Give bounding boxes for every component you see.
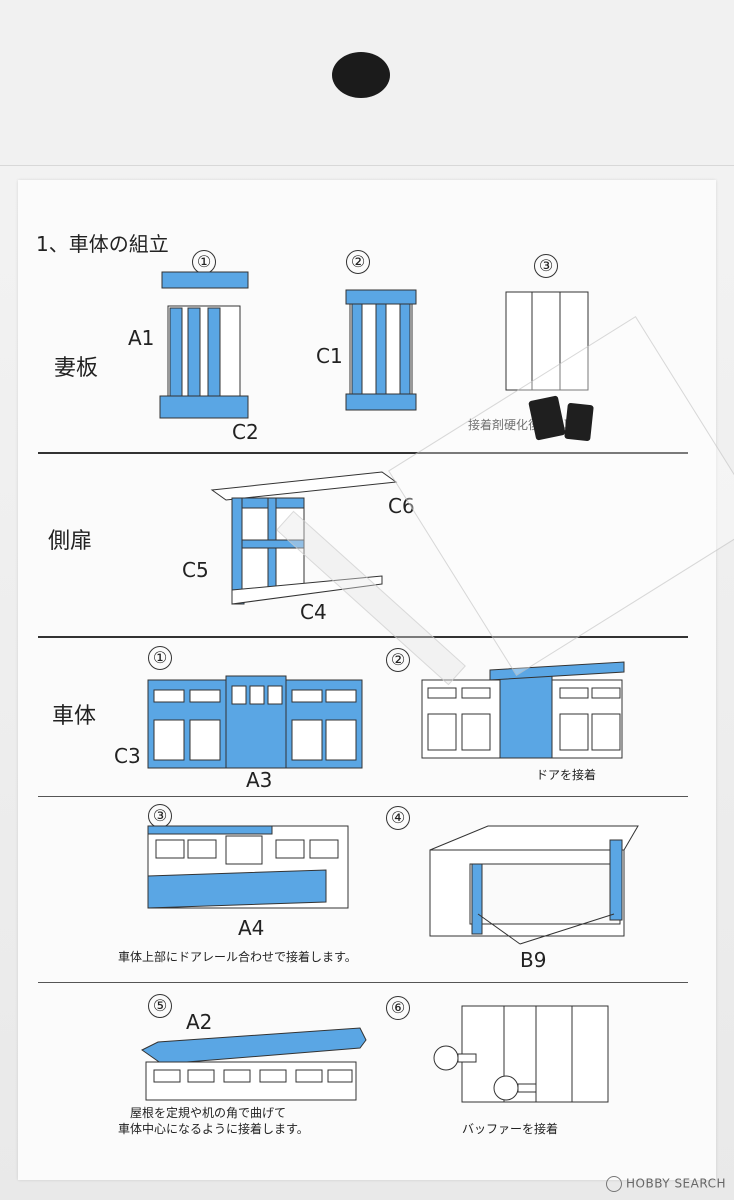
watermark-text: HOBBY SEARCH bbox=[626, 1176, 726, 1191]
part-label-a1: A1 bbox=[128, 326, 155, 350]
step-number: ③ bbox=[534, 254, 558, 278]
part-label-a3: A3 bbox=[246, 768, 273, 792]
part-label-c4: C4 bbox=[300, 600, 327, 624]
step-number: ⑤ bbox=[148, 994, 172, 1018]
part-label-c5: C5 bbox=[182, 558, 209, 582]
watermark: HOBBY SEARCH bbox=[606, 1176, 726, 1192]
part-label-c2: C2 bbox=[232, 420, 259, 444]
body-door-glue-illustration bbox=[421, 661, 625, 759]
end-plate-illustration bbox=[159, 271, 249, 419]
black-part bbox=[564, 402, 594, 442]
caption-roof-center: 車体中心になるように接着します。 bbox=[118, 1122, 309, 1136]
section-divider bbox=[38, 452, 688, 454]
end-plate-c1-illustration bbox=[345, 289, 417, 411]
part-label-a2: A2 bbox=[186, 1010, 213, 1034]
body-side-a3-illustration bbox=[147, 675, 363, 769]
step-number: ② bbox=[386, 648, 410, 672]
section-label-end-plate: 妻板 bbox=[54, 356, 99, 381]
part-label-c6: C6 bbox=[388, 494, 415, 518]
part-label-b9: B9 bbox=[520, 948, 547, 972]
caption-roof-bend: 屋根を定規や机の角で曲げて bbox=[130, 1106, 287, 1120]
step-number: ④ bbox=[386, 806, 410, 830]
section-label-body: 車体 bbox=[52, 704, 97, 729]
section-divider bbox=[38, 796, 688, 797]
caption-rail-glue: 車体上部にドアレール合わせで接着します。 bbox=[118, 950, 357, 964]
caption-buffer: バッファーを接着 bbox=[462, 1122, 559, 1136]
page-title: 1、車体の組立 bbox=[36, 232, 169, 256]
step-number: ① bbox=[192, 250, 216, 274]
part-label-c1: C1 bbox=[316, 344, 343, 368]
hobby-search-logo-icon bbox=[606, 1176, 623, 1192]
body-box-b9-illustration bbox=[429, 825, 639, 945]
end-plate-assembled-illustration bbox=[505, 291, 589, 391]
caption-door-glue: ドアを接着 bbox=[536, 768, 597, 782]
section-divider bbox=[38, 982, 688, 983]
body-rail-a4-illustration bbox=[147, 825, 349, 909]
part-label-a4: A4 bbox=[238, 916, 265, 940]
step-number: ① bbox=[148, 646, 172, 670]
side-door-illustration bbox=[210, 471, 398, 605]
step-number: ⑥ bbox=[386, 996, 410, 1020]
section-divider bbox=[38, 636, 688, 638]
buffer-illustration bbox=[433, 1005, 609, 1103]
hang-hole bbox=[332, 52, 390, 98]
roof-a2-illustration bbox=[141, 1027, 367, 1101]
step-number: ② bbox=[346, 250, 370, 274]
section-label-side-door: 側扉 bbox=[48, 529, 93, 554]
part-label-c3: C3 bbox=[114, 744, 141, 768]
